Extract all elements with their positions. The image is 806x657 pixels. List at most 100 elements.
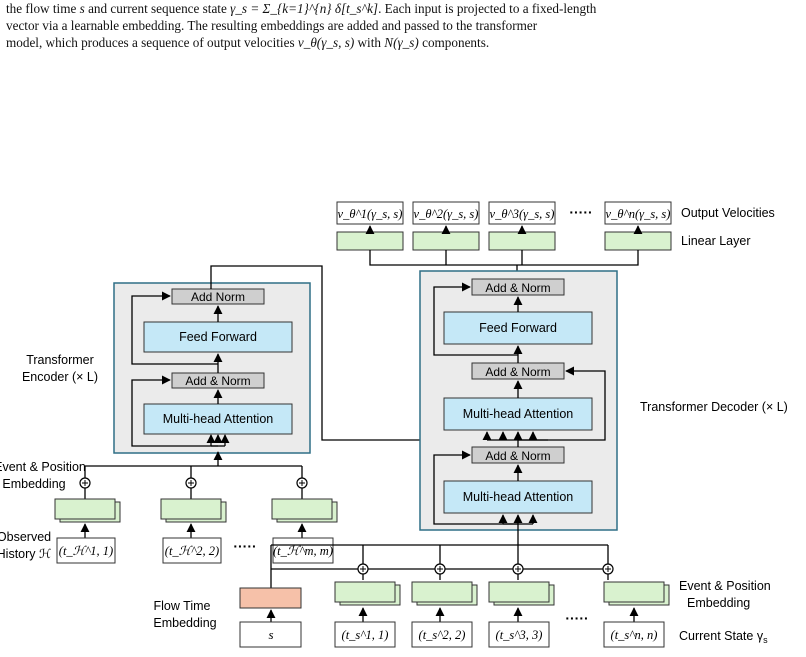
flow-time-embedding-box [239, 587, 302, 609]
decoder-add-norm-top [471, 278, 565, 296]
flow-time-label-2: Embedding [153, 616, 216, 630]
caption-line-3: model, which produces a sequence of outp… [6, 34, 802, 51]
caption-text: components. [418, 35, 490, 50]
output-box-1 [336, 201, 404, 225]
history-ellipsis: ····· [233, 538, 256, 554]
decoder-residual-1 [433, 450, 518, 525]
linear-layer-label: Linear Layer [681, 234, 751, 248]
state-input-label-3: (t_s^3, 3) [496, 628, 543, 642]
state-plus-2 [437, 566, 443, 572]
encoder-add-norm-top [171, 288, 265, 305]
history-emb-3 [271, 498, 333, 520]
history-emb-1 [54, 498, 116, 520]
encoder-label-1: Transformer [26, 353, 94, 367]
state-input-3 [488, 621, 550, 648]
caption-math: v_θ(γ_s, s) [297, 35, 355, 50]
decoder-residual-2 [518, 366, 606, 441]
decoder-cross-attention [443, 397, 593, 431]
state-input-label-2: (t_s^2, 2) [419, 628, 466, 642]
output-box-n [604, 201, 672, 225]
history-input-label-1: (t_ℋ^1, 1) [59, 544, 113, 558]
caption-math: N(γ_s) [384, 35, 419, 50]
state-emb-3 [488, 581, 550, 603]
state-plus-n [605, 566, 611, 572]
event-position-left-label-2: Embedding [2, 477, 65, 491]
state-input-n [603, 621, 665, 648]
decoder-cross-attention-label: Multi-head Attention [463, 407, 574, 421]
output-label-1: v_θ^1(γ_s, s) [338, 207, 403, 221]
decoder-self-attention-label: Multi-head Attention [463, 490, 574, 504]
encoder-attention [143, 403, 293, 435]
history-plus-2 [188, 480, 194, 486]
caption-text: and current sequence state [84, 1, 231, 16]
event-position-right-label-2: Embedding [687, 596, 750, 610]
state-input-label-1: (t_s^1, 1) [342, 628, 389, 642]
transformer-encoder: Add Norm Feed Forward Add & Norm Multi-h… [113, 265, 488, 466]
encoder-add-norm-bottom-label: Add & Norm [185, 374, 250, 388]
history-embeddings: (t_ℋ^1, 1) (t_ℋ^2, 2) ····· (t_ℋ^m, m) [54, 465, 338, 564]
history-input-2 [162, 537, 222, 564]
caption-text: with [354, 35, 385, 50]
state-ellipsis: ····· [565, 610, 588, 626]
transformer-decoder: Add & Norm Feed Forward Add & Norm Multi… [419, 270, 618, 545]
flow-input-box [239, 621, 302, 648]
caption-text: . Each input is projected to a fixed-len… [378, 1, 597, 16]
event-position-left-label-1: Event & Position [0, 460, 86, 474]
output-ellipsis: ····· [569, 204, 592, 220]
history-input-1 [56, 537, 116, 564]
output-label-n: v_θ^n(γ_s, s) [606, 207, 671, 221]
encoder-feed-forward-label: Feed Forward [179, 330, 257, 344]
output-label-2: v_θ^2(γ_s, s) [414, 207, 479, 221]
caption-text: the flow time [6, 1, 80, 16]
linear-layer-row: Linear Layer [336, 225, 751, 278]
state-input-label-n: (t_s^n, n) [611, 628, 658, 642]
linear-box-1 [336, 231, 404, 251]
state-input-1 [334, 621, 396, 648]
history-plus-1 [82, 480, 88, 486]
decoder-add-norm-bottom-label: Add & Norm [485, 449, 550, 463]
flow-input-label: s [268, 627, 273, 642]
linear-box-n [604, 231, 672, 251]
state-input-2 [411, 621, 473, 648]
decoder-residual-3 [433, 282, 518, 356]
history-input-label-m: (t_ℋ^m, m) [273, 544, 333, 558]
encoder-residual-1 [131, 375, 218, 447]
observed-history-label-2: History ℋ [0, 547, 51, 561]
history-plus-3 [299, 480, 305, 486]
history-input-m [272, 537, 334, 564]
state-embeddings: s (t_s^1, 1) (t_s^2, 2) (t_s^3, 3) ·····… [239, 544, 670, 648]
decoder-label: Transformer Decoder (× L) [640, 400, 788, 414]
decoder-feed-forward [443, 311, 593, 345]
caption-math: γ_s = Σ_{k=1}^{n} δ[t_s^k] [230, 1, 379, 16]
state-plus-1 [360, 566, 366, 572]
flow-time-label-1: Flow Time [154, 599, 211, 613]
current-state-label: Current State γs [679, 629, 768, 645]
output-velocities-row: v_θ^1(γ_s, s) v_θ^2(γ_s, s) v_θ^3(γ_s, s… [336, 201, 775, 225]
caption-text: model, which produces a sequence of outp… [6, 35, 298, 50]
caption-math: s [79, 1, 85, 16]
encoder-feed-forward [143, 321, 293, 353]
encoder-add-norm-top-label: Add Norm [191, 290, 245, 304]
current-state-sub: s [763, 635, 768, 645]
output-box-3 [488, 201, 556, 225]
observed-history-label-1: Observed [0, 530, 51, 544]
output-velocities-label: Output Velocities [681, 206, 775, 220]
encoder-label-2: Encoder (× L) [22, 370, 98, 384]
caption-line-1: the flow time s and current sequence sta… [6, 0, 802, 17]
encoder-residual-2 [131, 291, 218, 365]
decoder-add-norm-top-label: Add & Norm [485, 281, 550, 295]
linear-box-3 [488, 231, 556, 251]
decoder-feed-forward-label: Feed Forward [479, 321, 557, 335]
encoder-attention-label: Multi-head Attention [163, 412, 274, 426]
caption: the flow time s and current sequence sta… [6, 0, 802, 51]
state-plus-3 [515, 566, 521, 572]
linear-box-2 [412, 231, 480, 251]
event-position-right-label-1: Event & Position [679, 579, 771, 593]
history-input-label-2: (t_ℋ^2, 2) [165, 544, 219, 558]
caption-line-2: vector via a learnable embedding. The re… [6, 18, 538, 33]
output-label-3: v_θ^3(γ_s, s) [490, 207, 555, 221]
state-emb-1 [334, 581, 396, 603]
current-state-text: Current State γ [679, 629, 764, 643]
state-emb-n [603, 581, 665, 603]
